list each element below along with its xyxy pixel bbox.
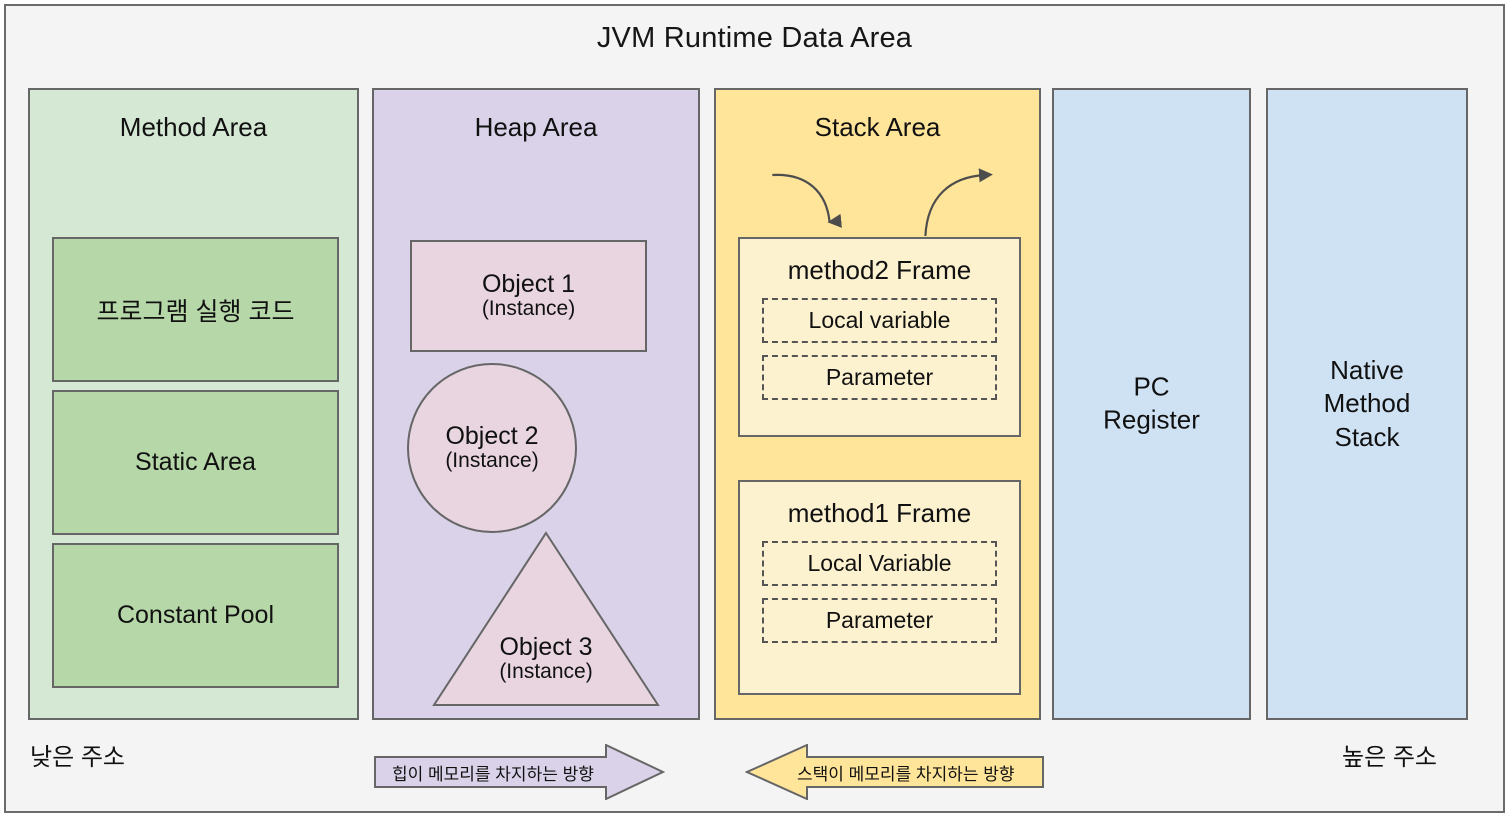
heap-object-1-rectangle: Object 1 (Instance) bbox=[410, 240, 647, 352]
triangle-shape bbox=[432, 531, 660, 706]
stack-area-title: Stack Area bbox=[814, 112, 941, 142]
heap-direction-banner: 힙이 메모리를 차지하는 방향 bbox=[374, 744, 665, 800]
heap-object-1-label: Object 1 (Instance) bbox=[482, 271, 575, 321]
heap-object-1-name: Object 1 bbox=[481, 270, 576, 299]
stack-frame-method1: method1 Frame Local Variable Parameter bbox=[738, 480, 1021, 695]
stack-frame-method2-title: method2 Frame bbox=[787, 255, 972, 285]
heap-direction-banner-text: 힙이 메모리를 차지하는 방향 bbox=[392, 764, 594, 784]
stack-frame-method2-slot-parameter: Parameter bbox=[762, 355, 997, 400]
stack-frame-method1-slot-local-variable: Local Variable bbox=[762, 541, 997, 586]
heap-object-3-triangle: Object 3 (Instance) bbox=[431, 530, 661, 708]
high-address-label: 높은 주소 bbox=[1342, 744, 1437, 771]
stack-frame-method2: method2 Frame Local variable Parameter bbox=[738, 237, 1021, 437]
native-method-stack-label: Native Method Stack bbox=[1268, 354, 1466, 454]
heap-area-title: Heap Area bbox=[474, 112, 598, 142]
stack-direction-banner: 스택이 메모리를 차지하는 방향 bbox=[745, 744, 1044, 800]
stack-frame-method2-slot-local-variable: Local variable bbox=[762, 298, 997, 343]
stack-arrows-group bbox=[772, 168, 993, 237]
pc-register-label: PC Register bbox=[1054, 371, 1249, 438]
pop-arrow-path bbox=[924, 168, 993, 237]
heap-object-3-label: Object 3 (Instance) bbox=[431, 634, 661, 684]
stack-direction-arrow-shape bbox=[745, 744, 1044, 800]
method-area-box-static-area: Static Area bbox=[52, 390, 339, 535]
stack-frame-method1-slot-parameter: Parameter bbox=[762, 598, 997, 643]
pc-register-label-line-1: PC bbox=[1133, 371, 1170, 402]
method-area-box-constant-pool: Constant Pool bbox=[52, 543, 339, 688]
method-area-box-program-code: 프로그램 실행 코드 bbox=[52, 237, 339, 382]
stack-direction-banner-text: 스택이 메모리를 차지하는 방향 bbox=[797, 764, 1015, 784]
heap-direction-arrow-shape bbox=[374, 744, 665, 800]
push-arrow-path bbox=[772, 173, 842, 228]
pc-register-label-line-2: Register bbox=[1103, 405, 1200, 435]
heap-object-2-name: Object 2 bbox=[445, 422, 539, 451]
stack-frame-method1-title: method1 Frame bbox=[787, 498, 972, 528]
heap-object-2-label: Object 2 (Instance) bbox=[445, 423, 538, 473]
heap-object-1-sub: (Instance) bbox=[481, 297, 576, 321]
native-method-stack-label-line-1: Native bbox=[1330, 355, 1404, 386]
native-method-stack-column: Native Method Stack bbox=[1266, 88, 1468, 720]
stack-area-column: Stack Area method2 Frame Local variable … bbox=[714, 88, 1041, 720]
heap-object-2-sub: (Instance) bbox=[445, 449, 539, 473]
method-area-column: Method Area 프로그램 실행 코드 Static Area Const… bbox=[28, 88, 359, 720]
native-method-stack-label-line-2: Method bbox=[1323, 388, 1411, 419]
heap-area-column: Heap Area Object 1 (Instance) Object 2 (… bbox=[372, 88, 700, 720]
native-method-stack-label-line-3: Stack bbox=[1334, 421, 1400, 452]
pc-register-column: PC Register bbox=[1052, 88, 1251, 720]
heap-object-3-name: Object 3 bbox=[499, 633, 593, 661]
heap-object-2-circle: Object 2 (Instance) bbox=[407, 363, 577, 533]
heap-object-3-sub: (Instance) bbox=[499, 660, 593, 683]
low-address-label: 낮은 주소 bbox=[30, 744, 125, 771]
diagram-title: JVM Runtime Data Area bbox=[596, 22, 913, 54]
method-area-title: Method Area bbox=[119, 112, 268, 142]
